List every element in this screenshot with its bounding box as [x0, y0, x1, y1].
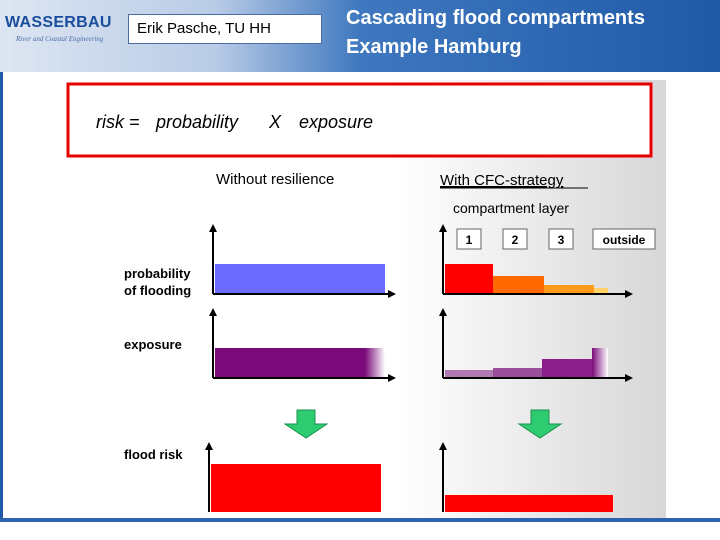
cfc-exp-bar-outside: [592, 348, 608, 377]
row-label-probability-2: of flooding: [124, 283, 191, 298]
row-label-exposure: exposure: [124, 337, 182, 352]
left-column-title: Without resilience: [216, 171, 334, 188]
compartment-box-3: [548, 228, 574, 250]
formula-times: X: [268, 112, 282, 132]
cfc-exp-bar-3: [542, 359, 592, 377]
left-down-arrow: [283, 409, 329, 439]
logo-subtitle: River and Coastal Engineering: [16, 35, 104, 43]
left-accent-bar: [0, 72, 3, 522]
compartment-label-1: 1: [466, 233, 473, 247]
cfc-prob-bar-1: [445, 264, 493, 293]
formula-exposure: exposure: [299, 112, 373, 132]
row-label-flood-risk: flood risk: [124, 447, 183, 462]
wasserbau-logo: WASSERBAU River and Coastal Engineering: [5, 12, 123, 46]
compartment-label-3: 3: [558, 233, 565, 247]
cfc-prob-bar-3: [544, 285, 594, 293]
right-column-title: With CFC-strategy: [440, 172, 564, 189]
compartment-label-2: 2: [512, 233, 519, 247]
compartment-box-2: [502, 228, 528, 250]
right-down-arrow: [517, 409, 563, 439]
header-bar: WASSERBAU River and Coastal Engineering …: [0, 0, 720, 72]
author-label: Erik Pasche, TU HH: [128, 14, 322, 44]
compartment-label-outside: outside: [603, 233, 646, 247]
compartment-layer-label: compartment layer: [453, 200, 569, 216]
formula-probability: probability: [155, 112, 239, 132]
left-risk-bar: [211, 464, 381, 512]
row-label-probability-1: probability: [124, 266, 191, 281]
title-line-1: Cascading flood compartments: [346, 7, 645, 29]
slide-title: Cascading flood compartments Example Ham…: [346, 4, 716, 66]
compartment-box-outside: [592, 228, 656, 250]
bottom-accent-line: [0, 518, 720, 522]
left-probability-bar: [215, 264, 385, 293]
compartment-box-1: [456, 228, 482, 250]
formula-risk: risk =: [96, 112, 140, 132]
cfc-risk-bar: [445, 495, 613, 512]
left-exposure-fade: [365, 348, 385, 377]
formula-box: [66, 82, 653, 158]
cfc-prob-bar-2: [493, 276, 544, 293]
cfc-prob-bar-outside: [594, 288, 608, 293]
cfc-exp-bar-1: [445, 370, 493, 377]
cfc-exp-bar-2: [493, 368, 542, 377]
title-line-2: Example Hamburg: [346, 36, 522, 58]
left-exposure-bar: [215, 348, 365, 377]
logo-text: WASSERBAU: [5, 14, 112, 31]
